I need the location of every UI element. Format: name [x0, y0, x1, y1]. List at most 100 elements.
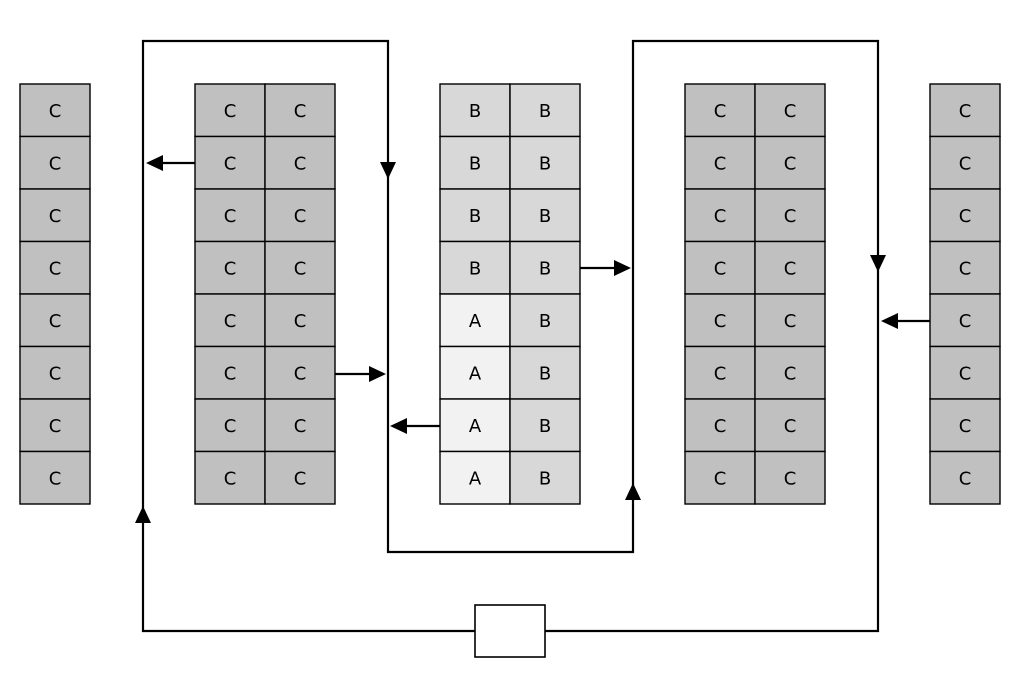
cell-label: B — [539, 258, 551, 279]
cell — [929, 293, 1001, 348]
cell-label: C — [224, 416, 237, 437]
arrow-center-b-out — [614, 260, 631, 276]
cell — [509, 83, 581, 138]
cell-label: C — [49, 468, 62, 489]
cell — [509, 240, 581, 295]
cell — [439, 293, 511, 348]
cell — [754, 135, 826, 190]
cell — [754, 188, 826, 243]
cell-label: C — [959, 416, 972, 437]
cell-label: C — [959, 258, 972, 279]
cell-label: B — [539, 311, 551, 332]
cell-label: A — [469, 416, 482, 437]
cell — [264, 450, 336, 505]
cell-label: B — [539, 416, 551, 437]
cell-label: C — [714, 363, 727, 384]
cell-label: C — [959, 153, 972, 174]
cell-label: C — [959, 363, 972, 384]
cell — [194, 240, 266, 295]
cell-label: C — [294, 468, 307, 489]
cell-label: A — [469, 468, 482, 489]
cell — [194, 345, 266, 400]
cell — [509, 398, 581, 453]
arrow-up-outer-left — [135, 506, 151, 523]
cell — [264, 240, 336, 295]
cell-label: C — [49, 258, 62, 279]
cell-label: C — [224, 363, 237, 384]
cell-label: C — [49, 363, 62, 384]
cell-label: C — [49, 206, 62, 227]
cell-label: C — [714, 153, 727, 174]
cell — [19, 345, 91, 400]
cell — [684, 450, 756, 505]
cell — [754, 240, 826, 295]
cell-label: C — [714, 416, 727, 437]
cell-label: A — [469, 363, 482, 384]
arrow-down-left-loop — [380, 162, 396, 179]
cell — [754, 83, 826, 138]
cell — [264, 83, 336, 138]
cell — [19, 450, 91, 505]
cell — [754, 450, 826, 505]
cell-label: B — [469, 153, 481, 174]
cell-label: B — [539, 101, 551, 122]
cell — [439, 188, 511, 243]
cell-label: C — [49, 101, 62, 122]
arrow-left-stack-out — [146, 155, 163, 171]
stack-far-left: C C C C C C C C — [19, 83, 91, 505]
cell — [929, 450, 1001, 505]
cell-label: C — [714, 258, 727, 279]
cell — [684, 345, 756, 400]
cell — [19, 240, 91, 295]
cell-label: C — [294, 153, 307, 174]
cell-label: C — [959, 311, 972, 332]
cell — [509, 450, 581, 505]
cell-label: C — [294, 311, 307, 332]
cell-label: C — [224, 311, 237, 332]
cell-label: C — [784, 363, 797, 384]
cell-label: C — [49, 311, 62, 332]
cell-label: C — [959, 101, 972, 122]
cell — [754, 293, 826, 348]
cell — [264, 398, 336, 453]
cell-label: C — [294, 416, 307, 437]
cell-label: C — [294, 363, 307, 384]
cell-label: C — [714, 206, 727, 227]
cell — [19, 83, 91, 138]
cell-label: B — [469, 101, 481, 122]
cell — [929, 188, 1001, 243]
cell-label: C — [784, 468, 797, 489]
arrow-far-right-out — [881, 313, 898, 329]
cell-label: C — [959, 468, 972, 489]
cell-label: C — [714, 311, 727, 332]
cell-label: B — [539, 363, 551, 384]
cell-label: C — [784, 311, 797, 332]
cell-label: B — [469, 206, 481, 227]
cell — [684, 398, 756, 453]
cell — [264, 135, 336, 190]
cell-label: B — [539, 153, 551, 174]
cell — [194, 450, 266, 505]
cell — [264, 188, 336, 243]
cell — [194, 135, 266, 190]
cell-label: C — [294, 206, 307, 227]
cell — [264, 293, 336, 348]
cell — [509, 293, 581, 348]
cell-label: C — [49, 153, 62, 174]
cell-label: C — [784, 101, 797, 122]
cell — [19, 135, 91, 190]
cell-label: C — [784, 416, 797, 437]
cell-label: C — [49, 416, 62, 437]
cell — [264, 345, 336, 400]
cell-label: C — [784, 206, 797, 227]
cell — [754, 398, 826, 453]
outer-loop-line — [141, 39, 880, 633]
arrow-left-stack-in — [369, 366, 386, 382]
cell-label: C — [294, 101, 307, 122]
cell-stacks: CCCCCCCCCCCCCCCCCCCCCCCCBBBBAAAABBBBBBBB… — [19, 83, 1001, 505]
cell-label: C — [224, 101, 237, 122]
cell — [684, 293, 756, 348]
